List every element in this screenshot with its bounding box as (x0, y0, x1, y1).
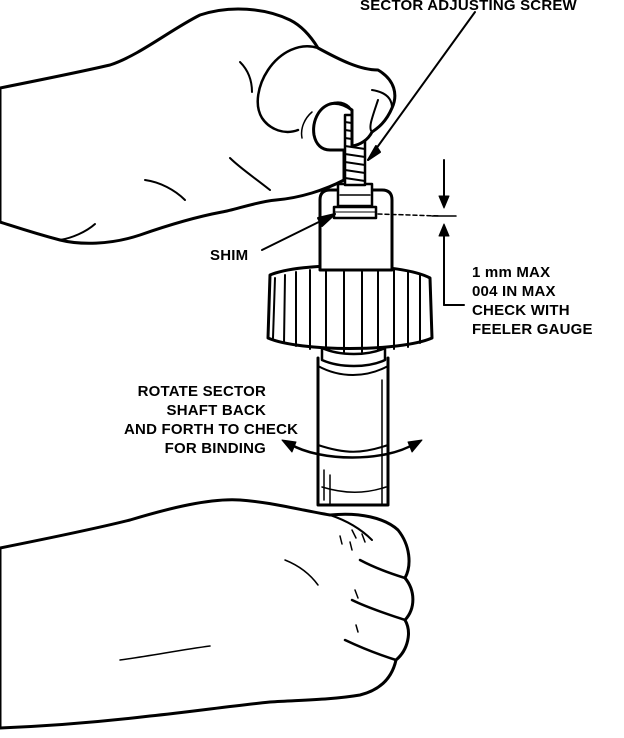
label-sector-adjusting-screw-text: SECTOR ADJUSTING SCREW (360, 0, 577, 14)
shim (332, 205, 378, 220)
shim-leader-line (261, 213, 336, 251)
label-rotate-instruction: ROTATE SECTOR SHAFT BACK AND FORTH TO CH… (124, 382, 299, 458)
label-clearance-line: CHECK WITH (472, 302, 570, 319)
clearance-dimension (377, 159, 465, 306)
label-rotate-line: AND FORTH TO CHECK (124, 421, 299, 438)
label-rotate-line: ROTATE SECTOR (137, 383, 266, 400)
label-clearance-line: FEELER GAUGE (472, 321, 593, 338)
label-clearance: 1 mm MAX 004 IN MAX CHECK WITH FEELER GA… (472, 263, 593, 339)
label-rotate-line: SHAFT BACK (166, 402, 266, 419)
sector-shaft (316, 356, 390, 507)
lower-hand (0, 498, 415, 730)
label-clearance-line: 1 mm MAX (472, 264, 551, 281)
label-clearance-line: 004 IN MAX (472, 283, 556, 300)
sector-gear (266, 264, 434, 368)
rotate-arrow (281, 439, 423, 459)
upper-hand (0, 7, 397, 245)
label-sector-adjusting-screw: SECTOR ADJUSTING SCREW (360, 0, 577, 15)
label-rotate-line: FOR BINDING (164, 440, 266, 457)
label-shim-text: SHIM (210, 247, 249, 264)
label-shim: SHIM (210, 246, 248, 265)
screw-leader-line (367, 11, 476, 161)
